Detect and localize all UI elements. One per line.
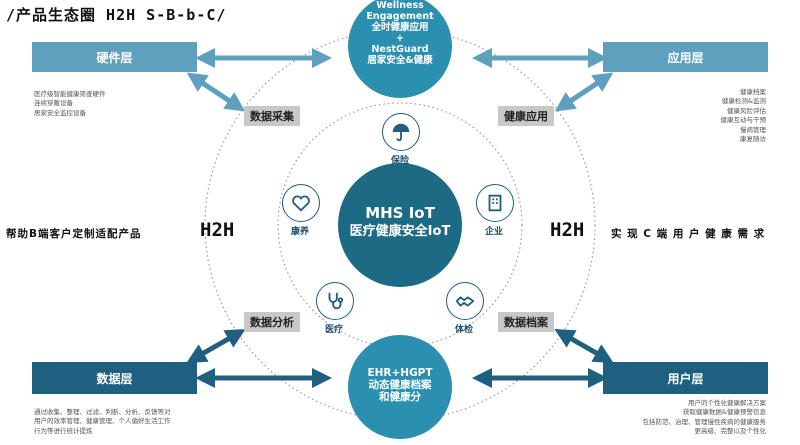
bottom-circle-line: 动态健康档案	[368, 379, 432, 392]
medical-label: 医疗	[324, 325, 343, 335]
checkup-node: 体检	[446, 282, 484, 335]
application-item: 康复随访	[740, 135, 766, 144]
handshake-icon	[446, 282, 484, 320]
data-items: 通过收集、整理、过滤、判断、分析、反馈等对 用户的效率管理、健康管理、个人偏好生…	[34, 408, 171, 436]
application-item: 健康检测&监测	[721, 97, 766, 106]
top-circle-line: Wellness	[376, 0, 424, 11]
hardware-layer-box: 硬件层	[32, 42, 197, 72]
medical-node: 医疗	[316, 282, 354, 335]
application-layer-box: 应用层	[603, 42, 768, 72]
enterprise-node: 企业	[476, 184, 514, 237]
data-analysis-tag: 数据分析	[244, 312, 300, 332]
application-item: 慢病管理	[740, 125, 766, 134]
data-item: 行为等进行统计提炼	[34, 426, 93, 435]
user-item: 用户的个性化健康解决方案	[688, 399, 766, 407]
data-layer-box: 数据层	[32, 362, 197, 394]
application-item: 健康互动与干预	[720, 116, 767, 125]
page-title: /产品生态圈 H2H S-B-b-C/	[6, 6, 227, 24]
arrow-user-archive	[554, 329, 614, 363]
data-item: 通过收集、整理、过滤、判断、分析、反馈等对	[34, 408, 171, 416]
hardware-item: 医疗级智能健康筛查硬件	[34, 90, 106, 98]
user-items: 用户的个性化健康解决方案 获取健康数据&健康预警信息 包括防范、治理、管理慢性疾…	[643, 399, 767, 437]
top-circle-line: 居家安全&健康	[367, 54, 433, 66]
building-icon	[476, 184, 514, 222]
top-circle-line: Engagement	[366, 10, 434, 22]
hardware-item: 居家安全监控设备	[34, 108, 86, 117]
top-circle-line: +	[396, 32, 404, 44]
bottom-circle-shape	[348, 335, 452, 439]
inner-ring	[277, 102, 523, 348]
wellness-node: 康养	[282, 184, 320, 237]
top-circle-shape	[348, 0, 452, 98]
user-item: 获取健康数据&健康预警信息	[682, 408, 766, 417]
data-item: 用户的效率管理、健康管理、个人偏好生活工作	[34, 417, 171, 426]
center-title: MHS IoT	[365, 204, 435, 222]
umbrella-icon	[382, 113, 420, 151]
left-h2h: H2H	[200, 219, 235, 241]
arrow-data-analysis	[186, 329, 246, 363]
top-circle-text: Wellness Engagement 全时健康应用 + NestGuard 居…	[348, 0, 452, 67]
data-archive-tag: 数据档案	[498, 312, 554, 332]
checkup-label: 体检	[454, 325, 473, 335]
insurance-label: 保险	[390, 156, 409, 166]
center-subtitle: 医疗健康安全IoT	[349, 224, 451, 240]
bottom-circle-line: EHR+HGPT	[367, 367, 433, 379]
stethoscope-icon	[316, 282, 354, 320]
center-circle-text: MHS IoT 医疗健康安全IoT	[338, 204, 462, 240]
hardware-item: 连续穿戴设备	[34, 99, 73, 108]
application-items: 健康档案 健康检测&监测 健康风险评估 健康互动与干预 慢病管理 康复随访	[721, 88, 767, 145]
bottom-circle-line: 和健康分	[379, 391, 421, 404]
user-layer-box: 用户层	[603, 362, 768, 394]
enterprise-label: 企业	[484, 227, 503, 237]
bottom-circle-text: EHR+HGPT 动态健康档案 和健康分	[348, 367, 452, 403]
right-h2h: H2H	[550, 219, 585, 241]
application-item: 健康档案	[740, 88, 766, 96]
center-circle-shape	[338, 163, 462, 287]
arrow-application-healthapp	[554, 72, 614, 112]
health-app-tag: 健康应用	[498, 106, 554, 126]
user-item: 包括防范、治理、管理慢性疾病的健康服务	[642, 417, 767, 426]
left-side-text: 帮助B端客户定制适配产品	[6, 228, 142, 240]
data-collect-tag: 数据采集	[244, 106, 300, 126]
right-side-text: 实 现 C 端 用 户 健 康 需 求	[611, 228, 766, 240]
top-circle-line: 全时健康应用	[371, 21, 429, 33]
heart-icon	[282, 184, 320, 222]
hardware-items: 医疗级智能健康筛查硬件 连续穿戴设备 居家安全监控设备	[34, 90, 106, 118]
top-circle-line: NestGuard	[371, 43, 429, 55]
insurance-node: 保险	[382, 113, 420, 166]
wellness-label: 康养	[290, 227, 309, 237]
application-item: 健康风险评估	[727, 106, 766, 115]
user-item: 更高级、完整以及个性化	[694, 427, 767, 436]
arrow-hardware-collect	[186, 72, 246, 112]
